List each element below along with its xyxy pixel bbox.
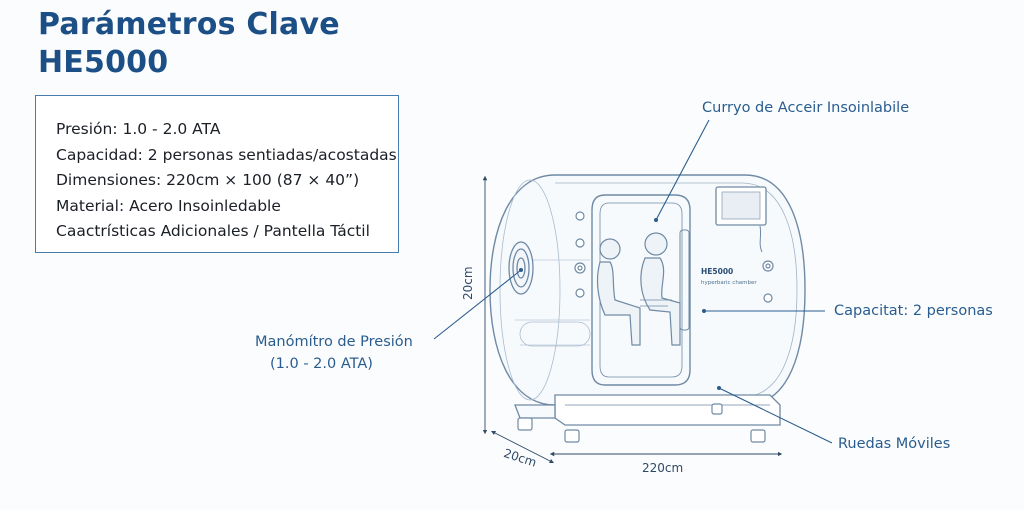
spec-dimensions: Dimensiones: 220cm × 100 (87 × 40”): [56, 171, 360, 189]
door-callout: Curryo de Acceir Insoinlabile: [702, 100, 910, 116]
length-dimension-label: 220cm: [642, 461, 684, 475]
capacity-callout: Capacitat: 2 personas: [834, 303, 993, 319]
wheels-callout: Ruedas Móviles: [838, 436, 951, 452]
door-leader-line: [655, 119, 710, 221]
depth-dimension-line: [490, 430, 555, 464]
wheels-icon: [517, 403, 766, 443]
seated-persons-icon: [596, 232, 681, 346]
chamber-model-label: HE5000: [701, 267, 733, 276]
spec-material: Material: Acero Insoinledable: [56, 196, 281, 215]
touch-screen-icon: [715, 186, 767, 253]
chamber-subtitle-label: hyperbaric chamber: [701, 280, 757, 286]
wheels-leader-line: [718, 387, 833, 444]
access-door: [591, 194, 691, 386]
spec-features: Caactrísticas Adicionales / Pantella Tác…: [56, 222, 370, 240]
gauge-callout-range: (1.0 - 2.0 ATA): [270, 356, 373, 372]
gauge-callout-title: Manómítro de Presión: [255, 334, 413, 350]
height-dimension-label: 20cm: [461, 266, 475, 300]
spec-pressure: Presión: 1.0 - 2.0 ATA: [56, 120, 221, 138]
base-frame: [514, 394, 781, 426]
gauge-leader-line: [433, 269, 522, 340]
model-title: HE5000: [38, 45, 169, 80]
control-knobs: [574, 211, 774, 303]
page-title: Parámetros Clave: [38, 7, 340, 42]
spec-capacity: Capacidad: 2 personas sentiadas/acostada…: [56, 145, 397, 164]
spec-box: Presión: 1.0 - 2.0 ATA Capacidad: 2 pers…: [35, 95, 399, 253]
